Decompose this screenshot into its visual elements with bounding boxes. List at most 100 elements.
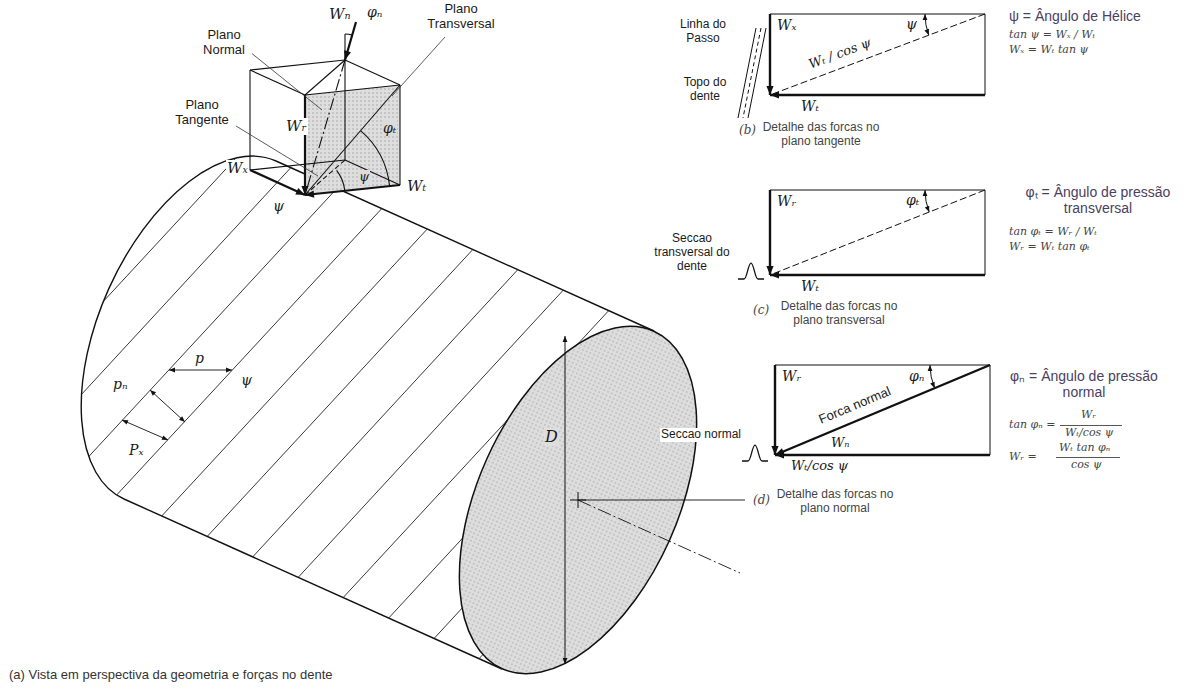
formula-text: tan φₙ = bbox=[1008, 419, 1056, 432]
formula-text: Wᵣ bbox=[1080, 409, 1097, 422]
normal-plane-diagram bbox=[742, 365, 990, 461]
formula-text: Wₓ = Wₜ tan ψ bbox=[1008, 44, 1089, 57]
dimension-label: D bbox=[544, 428, 559, 446]
pitch-label: p bbox=[194, 350, 205, 366]
force-label: Wₙ bbox=[328, 6, 352, 23]
transverse-plane-diagram bbox=[738, 190, 985, 279]
diameter-dimension bbox=[565, 336, 566, 664]
transverse-plane-diagram bbox=[770, 190, 985, 275]
fraction-bars bbox=[1056, 457, 1120, 458]
helix-lines bbox=[0, 70, 843, 691]
force-prism bbox=[249, 70, 250, 170]
force-prism bbox=[305, 185, 400, 195]
transverse-plane-diagram bbox=[769, 190, 771, 275]
formula-text: Wᵣ = Wₜ tan φₜ bbox=[1008, 241, 1091, 254]
normal-plane-diagram bbox=[775, 365, 990, 455]
leader-lines bbox=[250, 52, 322, 110]
figure-caption: Detalhe das forcas no plano transversal bbox=[772, 300, 906, 328]
force-prism bbox=[305, 60, 345, 195]
end-face bbox=[578, 500, 745, 501]
force-prism bbox=[250, 34, 400, 195]
force-label: Wₜ bbox=[800, 278, 820, 294]
tangent-plane-diagram bbox=[738, 14, 985, 118]
plane-label: Plano Normal bbox=[196, 28, 252, 58]
note-label: Seccao transversal do dente bbox=[642, 232, 742, 273]
figure-letter: (b) bbox=[738, 124, 757, 138]
figure-caption: Detalhe das forcas no plano tangente bbox=[758, 121, 884, 149]
force-prism bbox=[345, 160, 400, 185]
force-prism bbox=[337, 170, 345, 190]
force-label: Wᵣ bbox=[776, 193, 797, 209]
end-face bbox=[578, 500, 740, 573]
normal-plane-diagram bbox=[775, 454, 990, 456]
tangent-plane-diagram bbox=[770, 14, 985, 95]
angle-label: φₜ bbox=[382, 120, 397, 136]
helix-lines bbox=[0, 90, 299, 492]
note-label: Topo do dente bbox=[676, 76, 734, 104]
cylinder-outline bbox=[81, 156, 276, 499]
force-prism bbox=[304, 95, 306, 195]
angle-label: φₙ bbox=[908, 368, 925, 384]
angle-label: ψ bbox=[272, 198, 285, 214]
helix-lines bbox=[109, 172, 480, 573]
angle-label: ψ bbox=[358, 170, 370, 185]
force-label: Wₜ/cos ψ bbox=[790, 459, 849, 474]
force-label: Wₙ bbox=[830, 436, 851, 451]
formula-text: tan φₜ = Wᵣ / Wₜ bbox=[1008, 226, 1098, 239]
pitch-label: Pₓ bbox=[128, 442, 144, 458]
tangent-plane-diagram bbox=[770, 14, 985, 95]
force-prism bbox=[305, 60, 345, 95]
tangent-plane-diagram bbox=[770, 94, 985, 96]
force-prism bbox=[345, 22, 356, 60]
tangent-plane-diagram bbox=[925, 14, 929, 35]
force-label: Wₓ bbox=[776, 17, 797, 33]
normal-plane-diagram bbox=[774, 365, 776, 455]
force-label: Wᵣ bbox=[781, 368, 802, 384]
force-prism bbox=[305, 85, 400, 195]
force-prism bbox=[344, 60, 345, 160]
force-prism bbox=[305, 85, 400, 195]
figure-caption: (a) Vista em perspectiva da geometria e … bbox=[8, 668, 334, 683]
tangent-plane-diagram bbox=[743, 28, 761, 118]
note-label: Linha do Passo bbox=[672, 18, 734, 46]
transverse-plane-diagram bbox=[738, 190, 985, 279]
normal-plane-diagram bbox=[742, 365, 990, 461]
figure-letter: (d) bbox=[752, 494, 771, 508]
tangent-plane-diagram bbox=[770, 14, 985, 95]
tangent-plane-diagram bbox=[769, 14, 771, 95]
force-prism bbox=[250, 60, 345, 70]
force-label: Wₜ bbox=[800, 98, 820, 114]
fraction-bars bbox=[1060, 425, 1122, 426]
force-prism bbox=[250, 22, 400, 195]
helix-lines bbox=[63, 151, 435, 553]
transverse-plane-diagram bbox=[770, 190, 985, 275]
force-prism bbox=[345, 60, 400, 85]
diameter-dimension bbox=[565, 336, 566, 664]
force-prism bbox=[305, 160, 345, 195]
normal-plane-diagram bbox=[775, 365, 990, 455]
normal-plane-diagram bbox=[775, 365, 990, 455]
formula-text: tan ψ = Wₓ / Wₜ bbox=[1008, 29, 1096, 42]
angle-label: φₜ bbox=[905, 192, 920, 208]
force-prism bbox=[305, 85, 400, 95]
angle-label: φₙ bbox=[366, 4, 383, 20]
formula-title: ψ = Ângulo de Hélice bbox=[1008, 8, 1142, 24]
formula-text: cos ψ bbox=[1070, 459, 1103, 472]
leader-lines bbox=[392, 37, 445, 96]
force-label: Wₓ bbox=[226, 160, 249, 177]
end-face bbox=[411, 290, 745, 691]
force-label: Wₜ bbox=[406, 178, 427, 195]
figure-letter: (c) bbox=[752, 304, 770, 318]
force-label: Wᵣ bbox=[285, 118, 308, 135]
pitch-marks bbox=[150, 390, 185, 422]
angle-label: ψ bbox=[240, 372, 253, 388]
formula-title: φₙ = Ângulo de pressão normal bbox=[1008, 368, 1160, 400]
force-prism bbox=[250, 22, 400, 195]
pitch-marks bbox=[122, 370, 232, 440]
formula-title: φₜ = Ângulo de pressão transversal bbox=[1006, 184, 1190, 216]
pitch-marks bbox=[169, 370, 232, 371]
helix-lines bbox=[0, 110, 344, 512]
normal-plane-diagram bbox=[930, 365, 935, 388]
transverse-plane-diagram bbox=[770, 274, 985, 276]
